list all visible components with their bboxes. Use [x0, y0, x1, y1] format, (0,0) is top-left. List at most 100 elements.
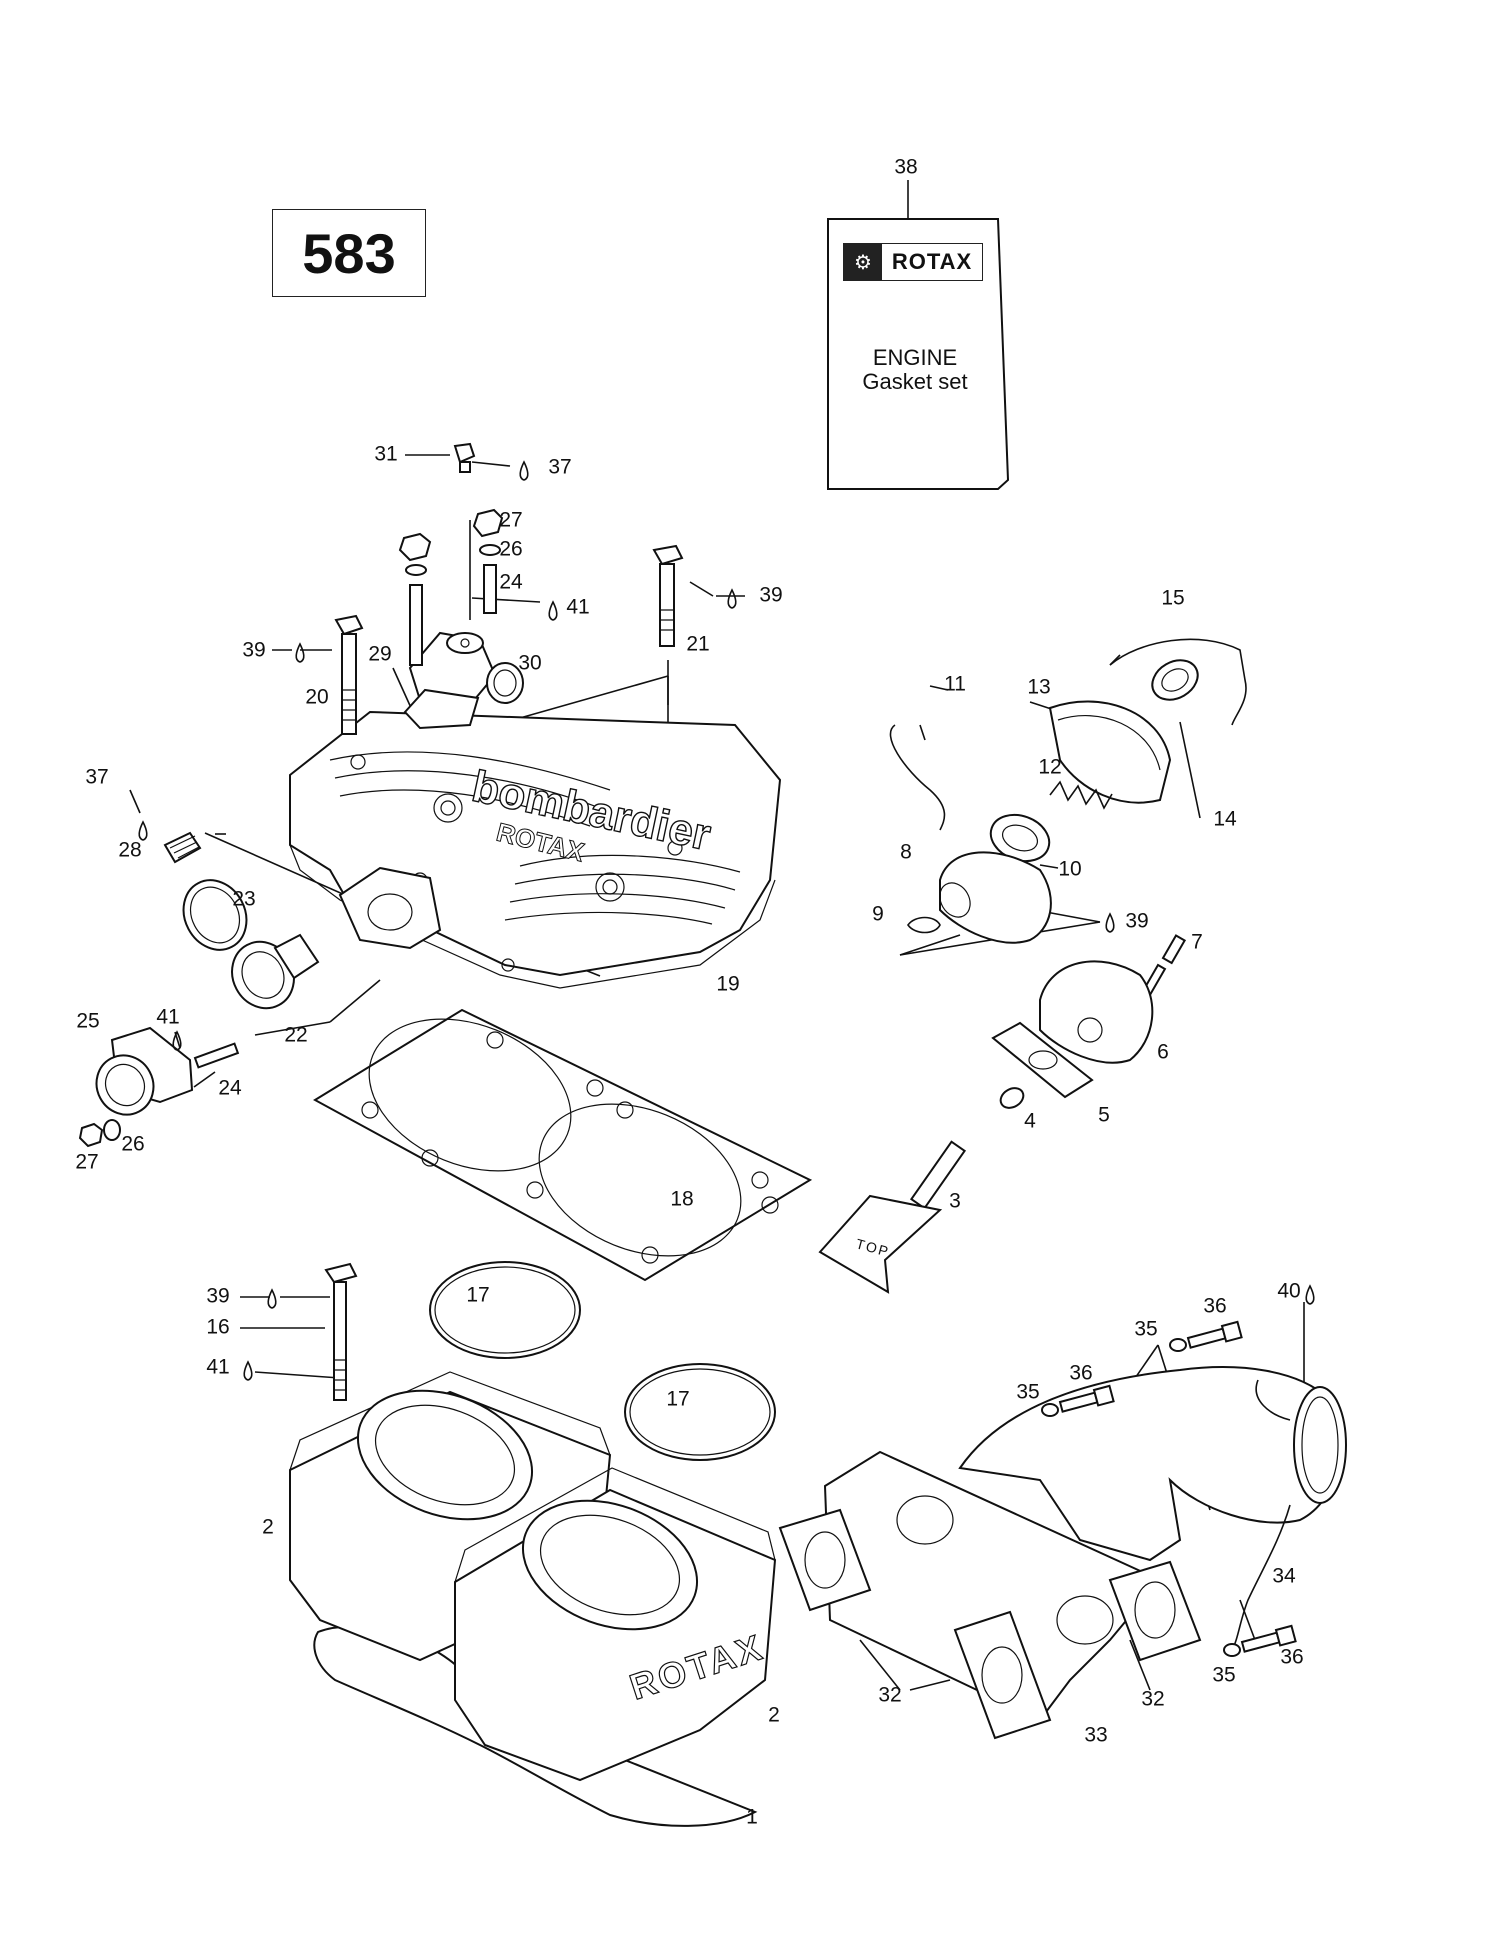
rotax-logo: ⚙ ROTAX	[843, 243, 983, 281]
manifold-gasket-32-left	[778, 1508, 872, 1612]
callout-c24a: 24	[499, 571, 523, 594]
callout-c27b: 27	[75, 1151, 98, 1174]
callout-c2b: 2	[768, 1704, 780, 1727]
callout-c11: 11	[944, 673, 966, 696]
o-ring-23	[182, 879, 248, 951]
callout-c16: 16	[206, 1316, 229, 1339]
plug-28	[163, 831, 202, 864]
callout-c15: 15	[1161, 587, 1184, 610]
clip-11	[889, 724, 946, 831]
callout-c37a: 37	[548, 456, 571, 479]
spring-34	[1231, 1379, 1291, 1651]
callout-c30: 30	[518, 652, 541, 675]
callout-c35c: 35	[1212, 1664, 1235, 1687]
diagram-number: 583	[302, 221, 396, 285]
callout-c39c: 39	[1125, 910, 1148, 933]
callout-c3: 3	[949, 1190, 961, 1213]
bolt-36b	[1041, 1384, 1115, 1417]
water-outlet-housing	[408, 631, 524, 707]
exhaust-manifold-33	[823, 1450, 1162, 1722]
callout-c25: 25	[76, 1010, 99, 1033]
thermostat-22	[231, 933, 320, 1010]
spring-12	[1049, 780, 1113, 810]
bolt-21	[652, 544, 684, 647]
callout-c4: 4	[1024, 1110, 1036, 1133]
callout-c17b: 17	[666, 1388, 689, 1411]
o-ring-17-upper	[429, 1261, 581, 1359]
head-gasket	[313, 1008, 813, 1282]
callout-c41c: 41	[206, 1356, 229, 1379]
callout-c35a: 35	[1134, 1318, 1157, 1341]
manifold-flange-33-lower	[953, 1610, 1052, 1740]
cylinder-bolt-16	[324, 1262, 358, 1401]
callout-c37b: 37	[85, 766, 108, 789]
nut-washer-27-26	[78, 1119, 121, 1148]
callout-c26a: 26	[499, 538, 522, 561]
callout-c33: 33	[1084, 1724, 1107, 1747]
callout-c17a: 17	[466, 1284, 489, 1307]
callout-c40: 40	[1277, 1280, 1300, 1303]
callout-c20: 20	[305, 686, 328, 709]
callout-c22: 22	[284, 1024, 307, 1047]
callout-c27a: 27	[499, 509, 522, 532]
callout-c36a: 36	[1203, 1295, 1226, 1318]
callout-c39d: 39	[206, 1285, 229, 1308]
gear-icon: ⚙	[844, 244, 882, 280]
thermostat-cover-25	[95, 1026, 240, 1116]
callout-c1: 1	[746, 1806, 758, 1829]
o-ring-17-lower	[624, 1363, 776, 1461]
washer-4	[999, 1087, 1025, 1109]
callout-c2a: 2	[262, 1516, 274, 1539]
callout-c9: 9	[872, 903, 884, 926]
bolt-20	[334, 614, 364, 735]
exhaust-valve-3: TOP	[818, 1140, 967, 1294]
bolt-36c	[1223, 1624, 1297, 1657]
callout-c39b: 39	[242, 639, 265, 662]
callout-c19: 19	[716, 973, 739, 996]
callout-c18: 18	[670, 1188, 693, 1211]
cylinder-head: bombardier ROTAX	[289, 710, 782, 989]
nut-washer-stud-set	[398, 508, 504, 666]
callout-c23: 23	[232, 888, 255, 911]
callout-c29: 29	[368, 643, 391, 666]
bellows-8	[939, 851, 1052, 944]
callout-c39a: 39	[759, 584, 782, 607]
callout-c10: 10	[1058, 858, 1081, 881]
callout-c13: 13	[1027, 676, 1050, 699]
callout-c24b: 24	[218, 1077, 242, 1100]
kit-line-1: ENGINE	[872, 345, 958, 370]
spring-clip-15	[1109, 638, 1247, 726]
diagram-number-box: 583	[272, 209, 426, 297]
callout-c41a: 41	[566, 596, 589, 619]
cap-13	[1048, 700, 1172, 804]
callout-c41b: 41	[156, 1006, 179, 1029]
callout-c21: 21	[686, 633, 709, 656]
callout-c6: 6	[1157, 1041, 1169, 1064]
clip-9	[907, 916, 941, 934]
valve-gasket-5	[991, 1021, 1094, 1099]
kit-title: ENGINE Gasket set	[840, 346, 990, 394]
gasket-kit-booklet	[827, 180, 1010, 490]
plug-14	[1151, 659, 1199, 701]
callout-c34: 34	[1272, 1565, 1296, 1588]
callout-c32a: 32	[878, 1684, 901, 1707]
callout-c32b: 32	[1141, 1688, 1164, 1711]
rotax-logo-text: ROTAX	[891, 249, 973, 274]
manifold-gasket-32-right	[1108, 1560, 1202, 1662]
callout-c36b: 36	[1069, 1362, 1092, 1385]
callout-c8: 8	[900, 841, 912, 864]
callout-c31: 31	[374, 443, 397, 466]
callout-c5: 5	[1098, 1104, 1110, 1127]
callout-c38: 38	[894, 156, 917, 179]
callout-c36c: 36	[1280, 1646, 1303, 1669]
callout-c35b: 35	[1016, 1381, 1039, 1404]
bolt-31	[453, 442, 476, 473]
outlet-gasket	[403, 688, 480, 730]
callout-c14: 14	[1213, 808, 1237, 831]
callout-c7: 7	[1191, 931, 1203, 954]
valve-housing-6	[1039, 960, 1154, 1064]
lubricant-drop-icons	[138, 460, 1315, 1381]
callout-c28: 28	[118, 839, 141, 862]
